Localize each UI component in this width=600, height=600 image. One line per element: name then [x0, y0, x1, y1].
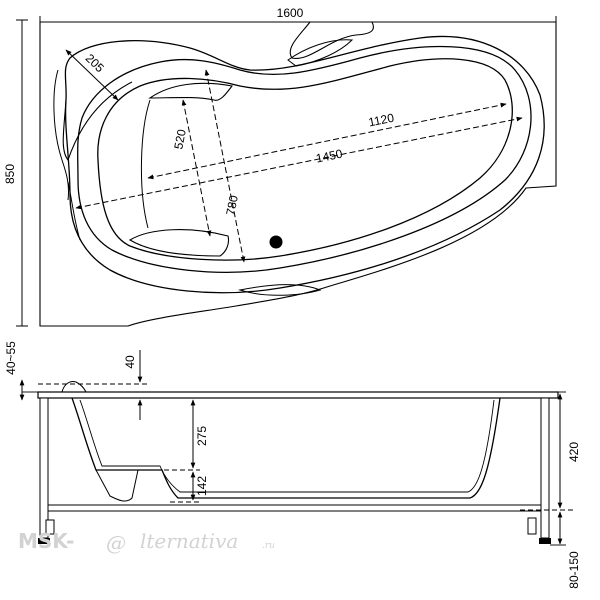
tub-shell-inner	[79, 399, 495, 493]
side-depth-label: 275	[195, 426, 209, 446]
seat-wedge	[95, 469, 139, 502]
inner-length-dimension-line	[75, 116, 523, 210]
watermark-suffix: lternativa	[140, 529, 238, 553]
width-label: 1600	[277, 6, 304, 20]
height-label: 420	[567, 442, 581, 462]
inner-width-short-dimension-line	[181, 99, 212, 237]
back-seat-bottom	[128, 229, 230, 257]
outer-footprint	[39, 21, 557, 327]
tub-rim-slab	[37, 391, 559, 399]
seat-label: 142	[195, 476, 209, 496]
inner-length-short-label: 1120	[367, 111, 395, 130]
front-handle	[238, 284, 322, 296]
right-foot	[539, 538, 551, 544]
tub-outer-rim	[64, 35, 545, 294]
left-panel-strip	[67, 181, 81, 241]
top-view: 1600 850 205 1450 1120	[3, 6, 557, 327]
rim-lip	[61, 381, 87, 393]
left-foot-inner	[45, 519, 55, 535]
inner-width-short-label: 520	[171, 128, 189, 151]
tub-rim-band	[77, 45, 532, 273]
tub-shell-profile	[71, 397, 501, 499]
inner-length-label: 1450	[315, 147, 344, 166]
lip-label: 40	[123, 355, 137, 369]
rim-label: 40~55	[4, 341, 18, 375]
right-frame-post	[540, 397, 550, 539]
watermark-tld: .ru	[262, 541, 275, 551]
drain-hole	[269, 235, 283, 249]
watermark-prefix: MSK-	[18, 529, 74, 553]
watermark: MSK- @ lternativa .ru	[18, 529, 275, 555]
headrest-dimension-line	[65, 49, 119, 101]
bottom-frame-bar	[47, 504, 542, 512]
back-seat-top	[148, 82, 233, 101]
left-foot	[38, 538, 50, 544]
depth-label: 850	[3, 164, 17, 184]
inner-width-dimension-line	[204, 69, 246, 263]
watermark-at-sign: @	[106, 531, 126, 555]
side-view: 40~55 40 275 142 420 80-150	[4, 341, 581, 589]
rear-handle	[287, 39, 354, 67]
left-frame-post	[39, 397, 49, 539]
tub-inner-basin	[97, 58, 513, 261]
right-foot-inner	[527, 517, 537, 535]
headrest-label: 205	[83, 51, 107, 75]
legs-label: 80-150	[567, 551, 581, 589]
inner-length-short-dimension-line	[147, 102, 507, 180]
lumbar-curve	[140, 99, 151, 229]
inner-width-label: 780	[223, 194, 241, 217]
